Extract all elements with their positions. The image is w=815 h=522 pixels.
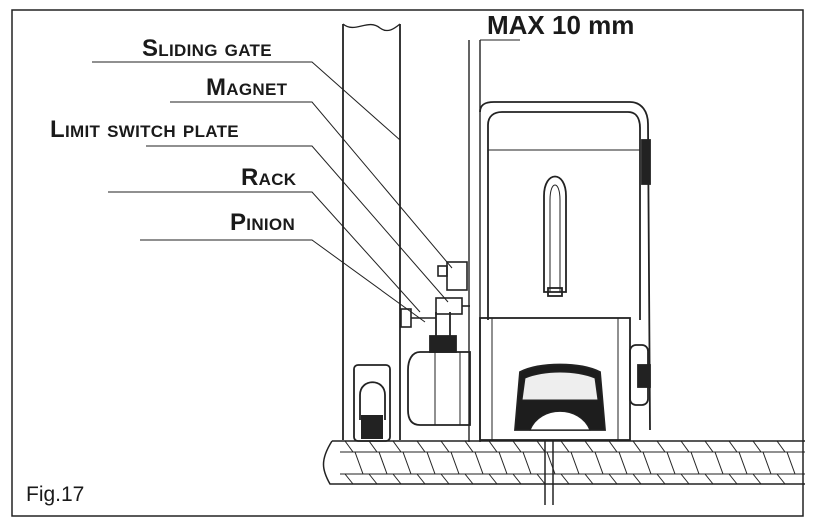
support-post [544,440,554,505]
hatch-line [776,473,786,485]
hatch-line [536,473,546,485]
hatch-line [642,451,652,475]
hatch-line [584,473,594,485]
hatch-line [608,473,618,485]
hatch-line [776,440,786,453]
hatch-line [762,451,772,475]
hatch-line [416,473,426,485]
hatch-line [560,440,570,453]
figure-caption: Fig.17 [26,483,85,506]
hatch-line [570,451,580,475]
hatch-line [488,473,498,485]
hatch-line [546,451,556,475]
hatch-line [632,440,642,453]
hatch-line [474,451,484,475]
hatch-line [786,451,796,475]
hatch-line [450,451,460,475]
hatch-line [738,451,748,475]
hatch-line [536,440,546,453]
hatch-line [392,440,402,453]
max-gap-lines [468,39,520,442]
hatch-line [680,440,690,453]
hatch-line [618,451,628,475]
hatch-line [392,473,402,485]
hatch-line [752,440,762,453]
hatch-line [714,451,724,475]
gate-motor [479,101,651,441]
hatch-line [440,473,450,485]
hatch-line [368,440,378,453]
hatch-line [680,473,690,485]
hatch-line [656,473,666,485]
magnet-block [437,261,468,291]
hatch-line [488,440,498,453]
hatch-line [752,473,762,485]
hatch-line [560,473,570,485]
gate-wheel [361,415,383,439]
label-magnet: Magnet [206,74,288,101]
hatch-line [704,440,714,453]
label-sliding-gate: Sliding gate [142,35,272,62]
label-limit-switch-plate: Limit switch plate [50,116,239,143]
hatch-line [690,451,700,475]
hatch-line [464,440,474,453]
hatch-line [594,451,604,475]
max-gap-label: MAX 10 mm [487,10,635,40]
hatch-line [354,451,364,475]
hatch-line [632,473,642,485]
hatch-line [584,440,594,453]
hatch-line [512,440,522,453]
hatch-line [728,440,738,453]
hatch-line [440,440,450,453]
hatch-line [498,451,508,475]
hatch-line [666,451,676,475]
hatch-line [512,473,522,485]
hatch-line [704,473,714,485]
hatch-line [416,440,426,453]
hatch-line [656,440,666,453]
hatch-line [426,451,436,475]
leader-lines [92,61,453,323]
rack-bracket [400,297,470,328]
sliding-gate [342,23,401,442]
hatch-line [728,473,738,485]
hatch-line [608,440,618,453]
label-pinion: Pinion [230,209,296,236]
hatch-line [344,473,354,485]
hatch-line [464,473,474,485]
hatch-line [344,440,354,453]
hatch-line [522,451,532,475]
ground-hatching [344,440,796,485]
hatch-line [378,451,388,475]
label-rack: Rack [241,164,297,191]
hatch-line [368,473,378,485]
pinion-assembly [407,312,471,426]
figure-border [11,9,804,517]
hatch-line [402,451,412,475]
